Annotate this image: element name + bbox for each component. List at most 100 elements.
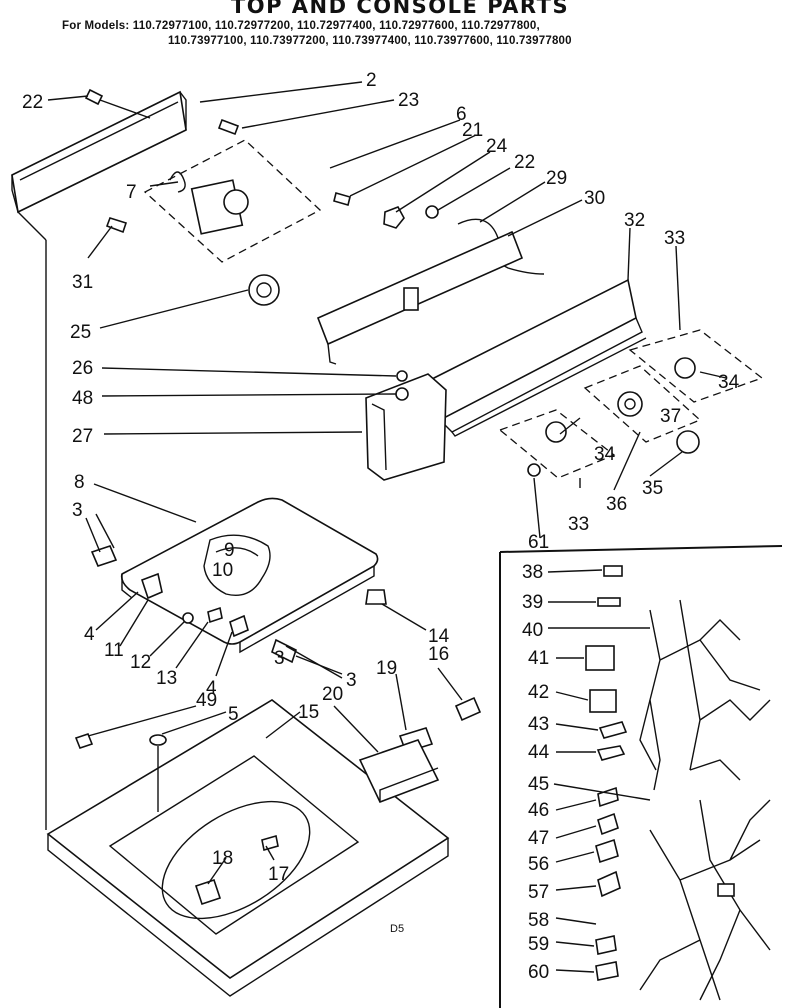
callout-15: 15: [298, 702, 319, 723]
part-26-screw: [396, 370, 408, 382]
callout-40: 40: [522, 620, 543, 641]
callout-16: 16: [428, 644, 449, 665]
part-2-top-bracket: [11, 90, 187, 214]
callout-35: 35: [642, 478, 663, 499]
callout-47: 47: [528, 828, 549, 849]
callout-45: 45: [528, 774, 549, 795]
leader-lines-middle: [85, 483, 463, 731]
callout-33-top: 33: [664, 228, 685, 249]
callout-31: 31: [72, 272, 93, 293]
diagram-title: TOP AND CONSOLE PARTS: [230, 0, 570, 18]
part-12-bushing: [182, 612, 194, 624]
callout-9: 9: [224, 540, 235, 561]
part-32-console: [429, 278, 647, 437]
part-18-bumper: [194, 878, 222, 906]
callout-20: 20: [322, 684, 343, 705]
part-13-screw: [207, 606, 223, 624]
part-15-top-cover: [46, 699, 450, 997]
callout-21: 21: [462, 120, 483, 141]
callout-13: 13: [156, 668, 177, 689]
part-40-wire-harness: [639, 599, 771, 791]
callout-12: 12: [130, 652, 151, 673]
callout-11: 11: [104, 640, 124, 661]
callout-30: 30: [584, 188, 605, 209]
part-4-switch: [229, 614, 249, 638]
leader-lines-harness: [547, 569, 651, 973]
callout-19: 19: [376, 658, 397, 679]
callout-24: 24: [486, 136, 508, 157]
part-20-lid-switch-housing: [358, 739, 440, 804]
callout-7: 7: [126, 182, 137, 203]
callout-22-left: 22: [22, 92, 43, 113]
part-16-lid-switch-actuator: [454, 696, 482, 722]
callout-43: 43: [528, 714, 549, 735]
callout-59: 59: [528, 934, 549, 955]
parts-33-37-switch-panels: [498, 329, 764, 479]
callout-34-middle: 34: [594, 444, 616, 465]
callout-5: 5: [228, 704, 239, 725]
callout-32: 32: [624, 210, 645, 231]
callout-27: 27: [72, 426, 93, 447]
callout-57: 57: [528, 882, 549, 903]
part-6-timer-assembly: [143, 139, 322, 263]
part-21-clip: [333, 192, 351, 206]
callout-36: 36: [606, 494, 627, 515]
part-49-clip: [74, 733, 94, 749]
callout-49: 49: [196, 690, 217, 711]
part-48-bushing: [395, 387, 409, 401]
callout-4-left: 4: [84, 624, 95, 645]
callout-34-right: 34: [718, 372, 740, 393]
part-24-knob-clip: [383, 206, 405, 229]
callout-23: 23: [398, 90, 419, 111]
part-31-screw: [105, 217, 128, 234]
callout-3-lower: 3: [346, 670, 357, 691]
callout-60: 60: [528, 962, 549, 983]
callout-29: 29: [546, 168, 567, 189]
wire-harness-panel: [499, 545, 783, 1008]
callout-2: 2: [366, 70, 377, 91]
harness-small-parts: [585, 565, 628, 981]
part-3-clip-left: [90, 545, 118, 567]
models-line-2: 110.73977100, 110.73977200, 110.73977400…: [168, 35, 572, 47]
callout-48: 48: [72, 388, 93, 409]
callout-17: 17: [268, 864, 289, 885]
callout-44: 44: [528, 742, 550, 763]
callout-39: 39: [522, 592, 543, 613]
part-45-wire-harness: [639, 799, 771, 1001]
diagram-code: D5: [390, 923, 404, 935]
callout-22-right: 22: [514, 152, 535, 173]
callout-3-right: 3: [274, 648, 285, 669]
callout-46: 46: [528, 800, 549, 821]
part-25-knob: [248, 274, 280, 306]
callout-42: 42: [528, 682, 549, 703]
callout-6: 6: [456, 104, 467, 125]
part-11-bracket: [140, 572, 163, 600]
callout-labels: 2 3 3 3 4 4 5 6 7 8 9 10 11 12 13 14 15 …: [22, 70, 740, 983]
part-22-screw-right: [425, 205, 439, 219]
leader-lines-bottom: [87, 705, 379, 885]
part-3-clip-right: [271, 638, 297, 664]
callout-33-bottom: 33: [568, 514, 589, 535]
callout-10: 10: [212, 560, 233, 581]
leader-lines-top: [17, 81, 727, 830]
callout-37: 37: [660, 406, 681, 427]
part-27-end-cap: [365, 373, 447, 481]
part-14-foot: [365, 589, 387, 605]
models-line-1: For Models: 110.72977100, 110.72977200, …: [62, 20, 540, 32]
callout-14: 14: [428, 626, 450, 647]
callout-38: 38: [522, 562, 543, 583]
callout-56: 56: [528, 854, 549, 875]
callout-25: 25: [70, 322, 91, 343]
part-35-knob: [676, 430, 700, 454]
callout-58: 58: [528, 910, 549, 931]
callout-41: 41: [528, 648, 549, 669]
part-30-console-rail: [316, 230, 524, 365]
callout-61: 61: [528, 532, 549, 553]
callout-3-upper-left: 3: [72, 500, 83, 521]
callout-4-right: 4: [206, 678, 217, 699]
part-23-screw: [217, 118, 240, 136]
callout-8: 8: [74, 472, 85, 493]
callout-18: 18: [212, 848, 233, 869]
part-8-control-plate: [120, 497, 379, 654]
